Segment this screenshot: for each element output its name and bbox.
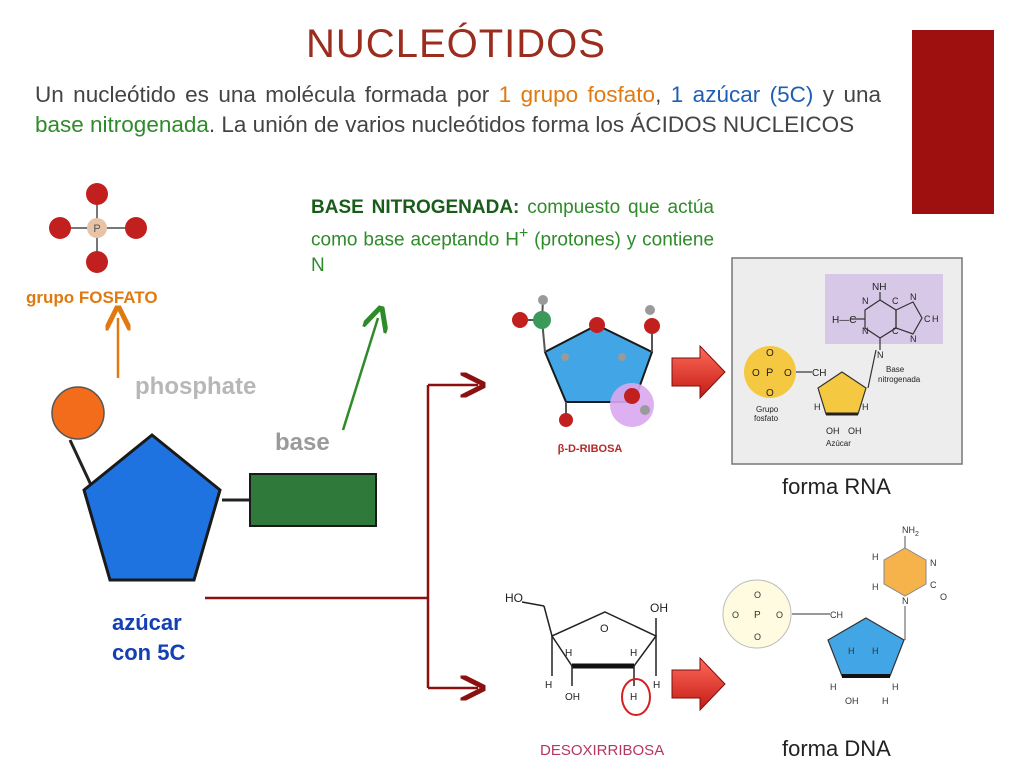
intro-base-highlight: base nitrogenada bbox=[35, 112, 209, 137]
rna-n4: N bbox=[862, 326, 869, 336]
rna-n3: N bbox=[910, 334, 917, 344]
rna-o-bottom: O bbox=[766, 388, 774, 399]
rna-c2: C bbox=[924, 314, 931, 324]
dna-h5: H bbox=[830, 682, 837, 692]
rna-grupo1: Grupo bbox=[756, 405, 779, 414]
to-rna-arrow bbox=[671, 344, 726, 400]
forma-rna-label: forma RNA bbox=[782, 474, 891, 499]
to-dna-arrow bbox=[671, 656, 726, 712]
rna-azucar: Azúcar bbox=[826, 439, 851, 448]
rna-h2: H bbox=[814, 402, 821, 412]
accent-bar-rect bbox=[912, 30, 994, 214]
azucar-label-line1: azúcar bbox=[112, 610, 182, 635]
dna-nh2-sub: 2 bbox=[915, 531, 919, 538]
rna-c1: C bbox=[892, 296, 899, 306]
dna-c1: C bbox=[930, 580, 937, 590]
nucleotide-schematic: phosphate base bbox=[51, 373, 377, 582]
rna-oh1: OH bbox=[826, 426, 840, 436]
rna-o-left: O bbox=[752, 368, 760, 379]
sugar-pentagon bbox=[82, 433, 222, 582]
rna-n2: N bbox=[910, 292, 917, 302]
rna-h1: H bbox=[932, 314, 939, 324]
rna-oh2: OH bbox=[848, 426, 862, 436]
base-definition-text-2: (protones) y contiene N bbox=[311, 229, 715, 277]
rna-base-text1: Base bbox=[886, 365, 905, 374]
dna-o-bottom: O bbox=[754, 632, 761, 642]
phosphate-p-symbol: P bbox=[93, 223, 100, 235]
page-title: NUCLEÓTIDOS bbox=[306, 22, 606, 66]
base-definition: BASE NITROGENADA: compuesto que actúa co… bbox=[311, 195, 714, 279]
dna-nucleotide-figure: P O O O O CH NH 2 N C O N H H H H H H OH… bbox=[722, 525, 947, 706]
intro-text-5: y una bbox=[813, 82, 881, 107]
missing-oxygen-highlight bbox=[621, 678, 651, 716]
rna-n5: N bbox=[877, 350, 884, 360]
dna-n1: N bbox=[930, 558, 937, 568]
desoxirribosa-label: DESOXIRRIBOSA bbox=[540, 742, 665, 759]
rna-nucleotide-figure: NH H—C N C N C H N N C N Base nitrogenad… bbox=[731, 257, 963, 465]
dna-h2: H bbox=[872, 582, 879, 592]
intro-sugar-highlight: 1 azúcar (5C) bbox=[670, 82, 814, 107]
dna-oh: OH bbox=[845, 696, 859, 706]
intro-text-3: , bbox=[655, 82, 671, 107]
rna-c3: C bbox=[892, 326, 899, 336]
dna-h7: H bbox=[882, 696, 889, 706]
rna-o-right: O bbox=[784, 368, 792, 379]
dna-ch2: CH bbox=[830, 610, 843, 620]
dna-o-top: O bbox=[754, 590, 761, 600]
rna-p: P bbox=[766, 367, 773, 379]
dna-o1: O bbox=[940, 592, 947, 602]
dna-nh2: NH bbox=[902, 525, 915, 535]
phosphate-molecule-icon: P bbox=[49, 183, 147, 273]
desoxi-ho: HO bbox=[505, 591, 523, 605]
ribose-label: β-D-RIBOSA bbox=[558, 443, 623, 455]
dna-h3: H bbox=[848, 646, 855, 656]
dna-p: P bbox=[754, 610, 761, 621]
dna-o-right: O bbox=[776, 610, 783, 620]
intro-paragraph: Un nucleótido es una molécula formada po… bbox=[35, 80, 881, 140]
dna-h4: H bbox=[872, 646, 879, 656]
desoxi-h4: H bbox=[653, 680, 660, 691]
rna-base-text2: nitrogenada bbox=[878, 375, 921, 384]
desoxi-h2: H bbox=[630, 648, 637, 659]
desoxirribosa-structure: HO OH O H H H H OH H bbox=[505, 591, 668, 716]
intro-phosphate-highlight: 1 grupo fosfato bbox=[498, 82, 656, 107]
desoxi-o: O bbox=[600, 623, 609, 635]
intro-text-1: Un nucleótido es una molécula formada po… bbox=[35, 82, 499, 107]
rna-grupo2: fosfato bbox=[754, 414, 779, 423]
desoxi-oh-bottom: OH bbox=[565, 692, 580, 703]
base-rectangle bbox=[249, 473, 377, 527]
desoxi-h1: H bbox=[565, 648, 572, 659]
rna-o-top: O bbox=[766, 348, 774, 359]
base-arrow bbox=[341, 318, 378, 431]
rna-h-c: H—C bbox=[832, 315, 856, 326]
desoxi-h3: H bbox=[545, 680, 552, 691]
rna-n1: N bbox=[862, 296, 869, 306]
azucar-label-line2: con 5C bbox=[112, 640, 186, 665]
ribose-3d-model: β-D-RIBOSA bbox=[512, 295, 660, 455]
base-definition-label: BASE NITROGENADA: bbox=[311, 197, 520, 218]
forma-dna-label: forma DNA bbox=[782, 736, 891, 761]
desoxi-h5: H bbox=[630, 692, 637, 703]
base-definition-text: compuesto que actúa como base aceptando … bbox=[311, 197, 714, 251]
base-definition-sup: + bbox=[518, 225, 529, 242]
intro-text-7: . La unión de varios nucleótidos forma l… bbox=[208, 112, 855, 137]
dna-n2: N bbox=[902, 596, 909, 606]
sugar-branch-arrows bbox=[205, 385, 478, 688]
rna-h3: H bbox=[862, 402, 869, 412]
rna-ch: CH bbox=[812, 368, 826, 379]
desoxi-oh-top: OH bbox=[650, 601, 668, 615]
dna-h1: H bbox=[872, 552, 879, 562]
phosphate-circle bbox=[51, 386, 105, 440]
azucar-label: azúcar con 5C bbox=[112, 608, 185, 668]
rna-nh: NH bbox=[872, 282, 886, 293]
dna-h6: H bbox=[892, 682, 899, 692]
dna-o-left: O bbox=[732, 610, 739, 620]
fosfato-label: grupo FOSFATO bbox=[26, 288, 158, 307]
base-word: base bbox=[275, 429, 330, 456]
phosphate-word: phosphate bbox=[135, 373, 256, 400]
